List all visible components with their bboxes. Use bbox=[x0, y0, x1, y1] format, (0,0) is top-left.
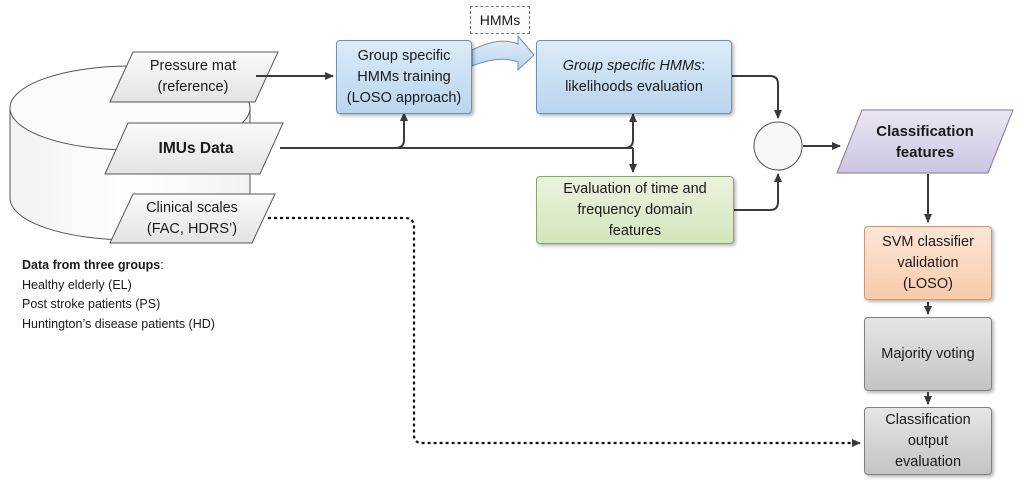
hmm-training-line2: HMMs training bbox=[357, 68, 451, 85]
connector-lines bbox=[256, 72, 932, 405]
group-item-hd: Huntington’s disease patients (HD) bbox=[22, 316, 215, 331]
hmm-transfer-arrow bbox=[471, 34, 535, 72]
classification-features-shape bbox=[836, 109, 1014, 174]
output-line2: output bbox=[907, 432, 949, 449]
group-item-el: Healthy elderly (EL) bbox=[22, 277, 132, 292]
clinical-to-output-dotted bbox=[268, 216, 861, 447]
svm-line2: validation bbox=[897, 254, 959, 271]
classification-features-node: Classification features bbox=[846, 113, 1004, 171]
groups-heading: Data from three groups bbox=[22, 258, 161, 272]
time-freq-line3: features bbox=[608, 222, 662, 239]
pressure-mat-line2: (reference) bbox=[157, 79, 229, 95]
hmm-training-line3: (LOSO approach) bbox=[346, 89, 462, 106]
pressure-mat-line1: Pressure mat bbox=[149, 58, 237, 74]
hmm-training-line1: Group specific bbox=[357, 47, 451, 64]
imus-data-label: IMUs Data bbox=[158, 139, 234, 157]
time-frequency-box: Evaluation of time and frequency domain fe… bbox=[536, 176, 734, 244]
imus-data-shape bbox=[104, 122, 284, 175]
clinical-scales-node: Clinical scales (FAC, HDRS’) bbox=[118, 196, 266, 241]
majority-voting-box: Majority voting bbox=[864, 317, 992, 391]
classification-output-box: Classification output evaluation bbox=[864, 407, 992, 475]
groups-heading-suffix: : bbox=[160, 258, 164, 272]
time-freq-line1: Evaluation of time and bbox=[563, 180, 707, 197]
majority-label: Majority voting bbox=[881, 345, 975, 362]
hmm-likelihood-box: Group specific HMMs: likelihoods evaluati… bbox=[536, 40, 732, 114]
svm-line3: (LOSO) bbox=[903, 275, 953, 292]
class-features-line2: features bbox=[895, 144, 955, 161]
groups-legend: Data from three groups: Healthy elderly … bbox=[22, 256, 215, 334]
merge-junction bbox=[753, 121, 803, 171]
hmm-eval-colon: : bbox=[701, 58, 706, 74]
group-item-ps: Post stroke patients (PS) bbox=[22, 297, 161, 311]
clinical-line2: (FAC, HDRS’) bbox=[146, 220, 238, 237]
pressure-mat-shape bbox=[109, 51, 279, 103]
clinical-scales-shape bbox=[109, 193, 276, 244]
clinical-line1: Clinical scales bbox=[146, 199, 238, 216]
time-freq-line2: frequency domain bbox=[577, 201, 693, 218]
output-line1: Classification bbox=[885, 411, 971, 428]
hmms-tag: HMMs bbox=[470, 6, 530, 34]
class-features-line1: Classification bbox=[876, 123, 974, 140]
svm-line1: SVM classifier bbox=[882, 233, 974, 250]
hmm-eval-line2: likelihoods evaluation bbox=[565, 79, 703, 95]
hmm-eval-italic: Group specific HMMs bbox=[562, 58, 702, 74]
svm-classifier-box: SVM classifier validation (LOSO) bbox=[864, 226, 992, 300]
pressure-mat-node: Pressure mat (reference) bbox=[118, 54, 268, 100]
imus-data-node: IMUs Data bbox=[116, 126, 276, 170]
output-line3: evaluation bbox=[894, 453, 962, 470]
hmms-tag-label: HMMs bbox=[479, 12, 521, 28]
